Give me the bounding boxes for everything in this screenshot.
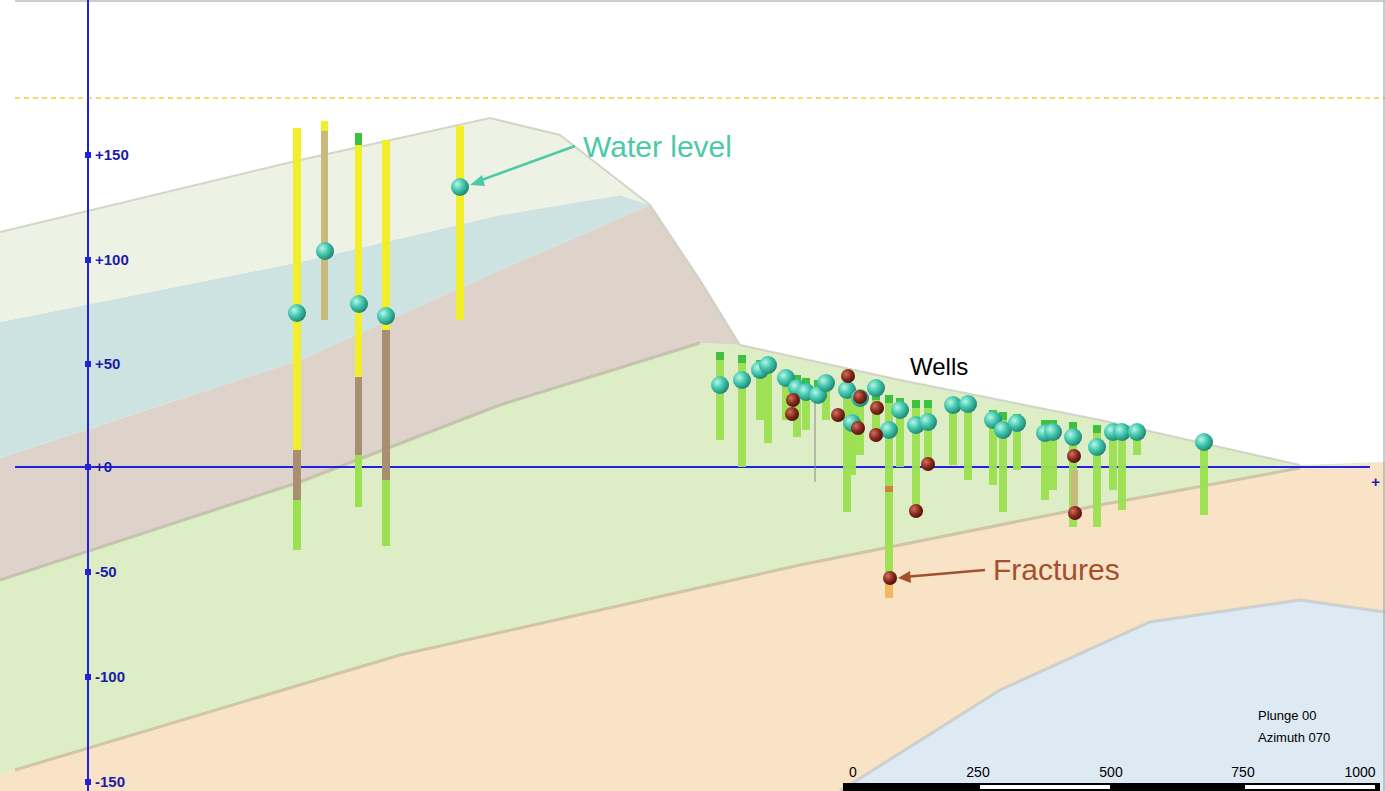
axis-label: -100 — [95, 669, 125, 684]
callout-label: Water level — [583, 132, 732, 162]
right-wells — [716, 352, 1208, 598]
axis-label: + — [1371, 474, 1380, 489]
axis-label: -150 — [95, 774, 125, 789]
axis-label: +0 — [95, 459, 112, 474]
scale-label: 0 — [849, 765, 857, 779]
axis-label: -50 — [95, 564, 117, 579]
left-wells — [293, 121, 464, 550]
sea-level-line — [15, 466, 1370, 468]
scale-bar — [843, 783, 1380, 791]
callout-label: Fractures — [993, 555, 1120, 585]
scale-label: 500 — [1099, 765, 1122, 779]
leader-line — [476, 146, 575, 182]
view-note: Plunge 00 — [1258, 709, 1317, 722]
callout-label: Wells — [910, 355, 968, 379]
layer-pale — [0, 118, 650, 322]
view-note: Azimuth 070 — [1258, 731, 1330, 744]
scale-label: 750 — [1231, 765, 1254, 779]
scale-label: 1000 — [1344, 765, 1375, 779]
leader-line — [904, 570, 985, 577]
water-level-markers — [288, 178, 1213, 456]
axis-label: +150 — [95, 147, 129, 162]
axis-label: +100 — [95, 252, 129, 267]
fracture-markers — [785, 369, 1082, 585]
scale-label: 250 — [966, 765, 989, 779]
vertical-axis — [87, 0, 89, 791]
axis-label: +50 — [95, 356, 120, 371]
